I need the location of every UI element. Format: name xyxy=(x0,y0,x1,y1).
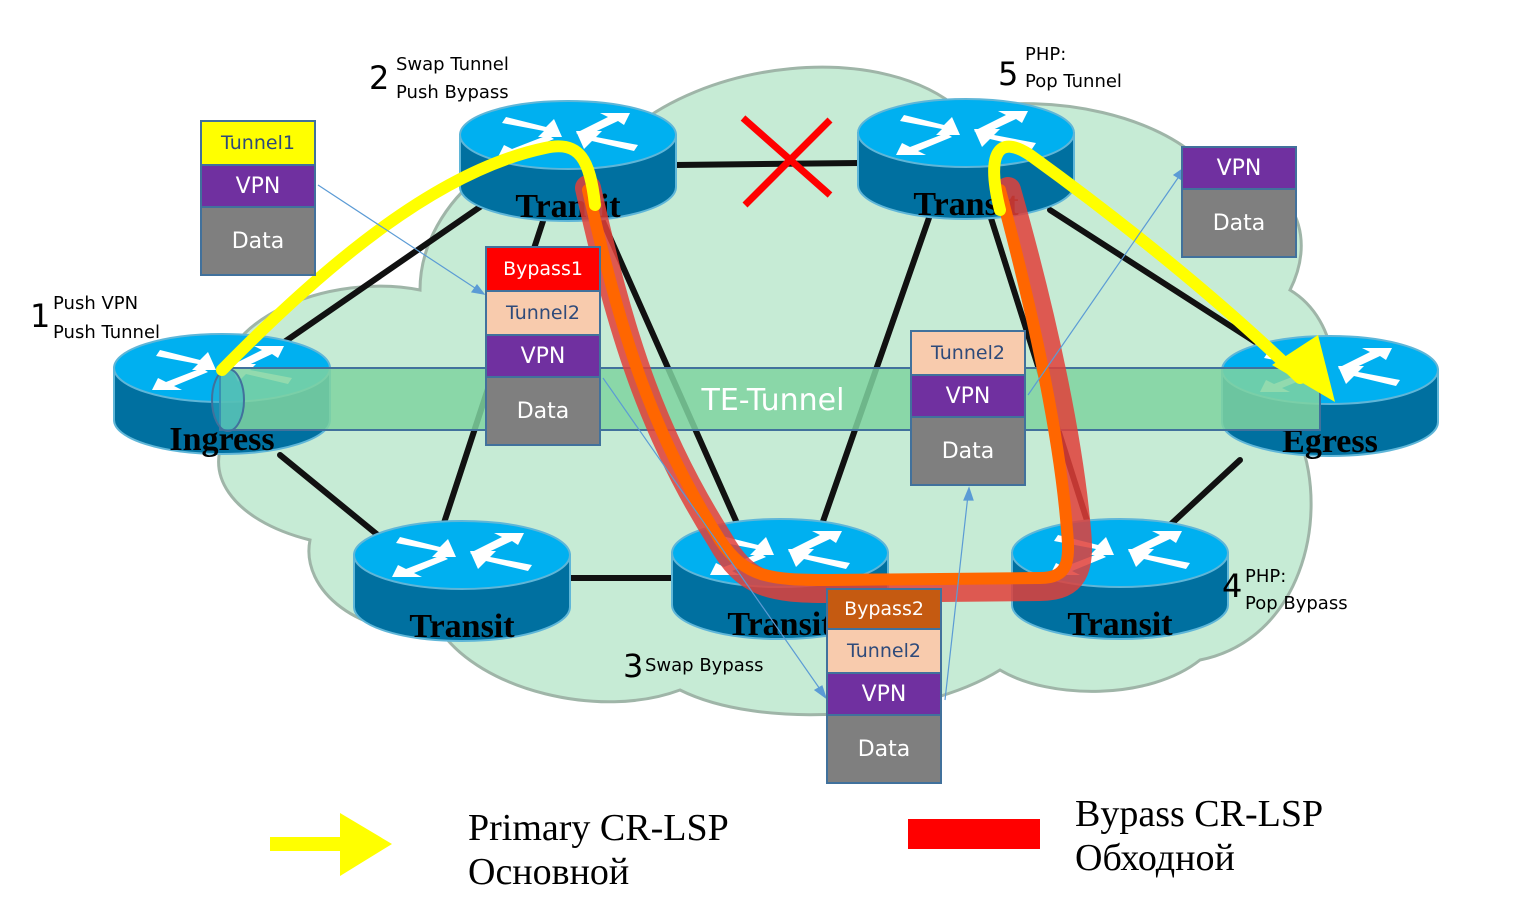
label-data: Data xyxy=(828,716,940,782)
label-tunnel2: Tunnel2 xyxy=(912,332,1024,376)
step-5-line-1: PHP: xyxy=(1025,44,1067,65)
router-transit-bottom-left: Transit xyxy=(353,520,571,645)
step-5-number: 5 xyxy=(998,55,1019,93)
step-1-line-2: Push Tunnel xyxy=(53,322,161,343)
step-2-line-2: Push Bypass xyxy=(396,82,509,103)
step-3-number: 3 xyxy=(623,647,644,685)
label-data: Data xyxy=(487,378,599,444)
te-tunnel-label: TE-Tunnel xyxy=(701,383,845,418)
step-1-line-1: Push VPN xyxy=(53,293,139,314)
legend-primary-line-1: Primary CR-LSP xyxy=(468,807,729,849)
router-arrows-icon xyxy=(498,113,638,157)
step-2-number: 2 xyxy=(369,59,390,97)
te-tunnel: TE-Tunnel xyxy=(211,367,1321,432)
label-tunnel1: Tunnel1 xyxy=(202,122,314,166)
legend-primary-arrow-icon xyxy=(270,813,392,876)
step-1-number: 1 xyxy=(30,297,51,335)
step-5-line-2: Pop Tunnel xyxy=(1025,71,1122,92)
label-vpn: VPN xyxy=(202,166,314,208)
step-4-line-1: PHP: xyxy=(1245,566,1287,587)
label-vpn: VPN xyxy=(912,376,1024,418)
step-3-line-1: Swap Bypass xyxy=(645,655,764,676)
legend-bypass-line-2: Обходной xyxy=(1075,837,1235,879)
primary-path-arrowhead xyxy=(1272,335,1335,402)
router-transit-top-left: Transit xyxy=(459,100,677,225)
step-4-number: 4 xyxy=(1222,567,1243,605)
legend-bypass-line-1: Bypass CR-LSP xyxy=(1075,793,1324,835)
step-2-line-1: Swap Tunnel xyxy=(396,54,509,75)
router-label: Transit xyxy=(1067,606,1173,643)
legend-primary-line-2: Основной xyxy=(468,851,630,893)
link-ingress-transit-tl xyxy=(277,197,493,348)
label-vpn: VPN xyxy=(828,674,940,716)
label-tunnel2: Tunnel2 xyxy=(487,292,599,336)
label-vpn: VPN xyxy=(1183,148,1295,190)
label-data: Data xyxy=(202,208,314,274)
step-4-line-2: Pop Bypass xyxy=(1245,593,1348,614)
label-bypass2: Bypass2 xyxy=(828,590,940,630)
router-label: Transit xyxy=(727,606,833,643)
label-data: Data xyxy=(912,418,1024,484)
label-tunnel2: Tunnel2 xyxy=(828,630,940,674)
link-transit-tr-egress xyxy=(1047,207,1263,348)
label-stack-5: VPN Data xyxy=(1181,146,1297,258)
link-transit-tl-transit-tr xyxy=(672,160,863,168)
link-failure-icon xyxy=(740,115,833,208)
router-arrows-icon xyxy=(392,533,532,577)
legend-bypass-swatch-icon xyxy=(908,819,1040,849)
label-stack-4: Tunnel2 VPN Data xyxy=(910,330,1026,486)
primary-path xyxy=(216,140,1335,402)
label-vpn: VPN xyxy=(487,336,599,378)
label-stack-3: Bypass2 Tunnel2 VPN Data xyxy=(826,588,942,784)
label-bypass1: Bypass1 xyxy=(487,248,599,292)
label-stack-2: Bypass1 Tunnel2 VPN Data xyxy=(485,246,601,446)
link-transit-br-egress xyxy=(1167,457,1243,528)
label-data: Data xyxy=(1183,190,1295,256)
router-label: Transit xyxy=(409,608,515,645)
link-ingress-transit-bl xyxy=(277,452,393,548)
label-stack-1: Tunnel1 VPN Data xyxy=(200,120,316,276)
